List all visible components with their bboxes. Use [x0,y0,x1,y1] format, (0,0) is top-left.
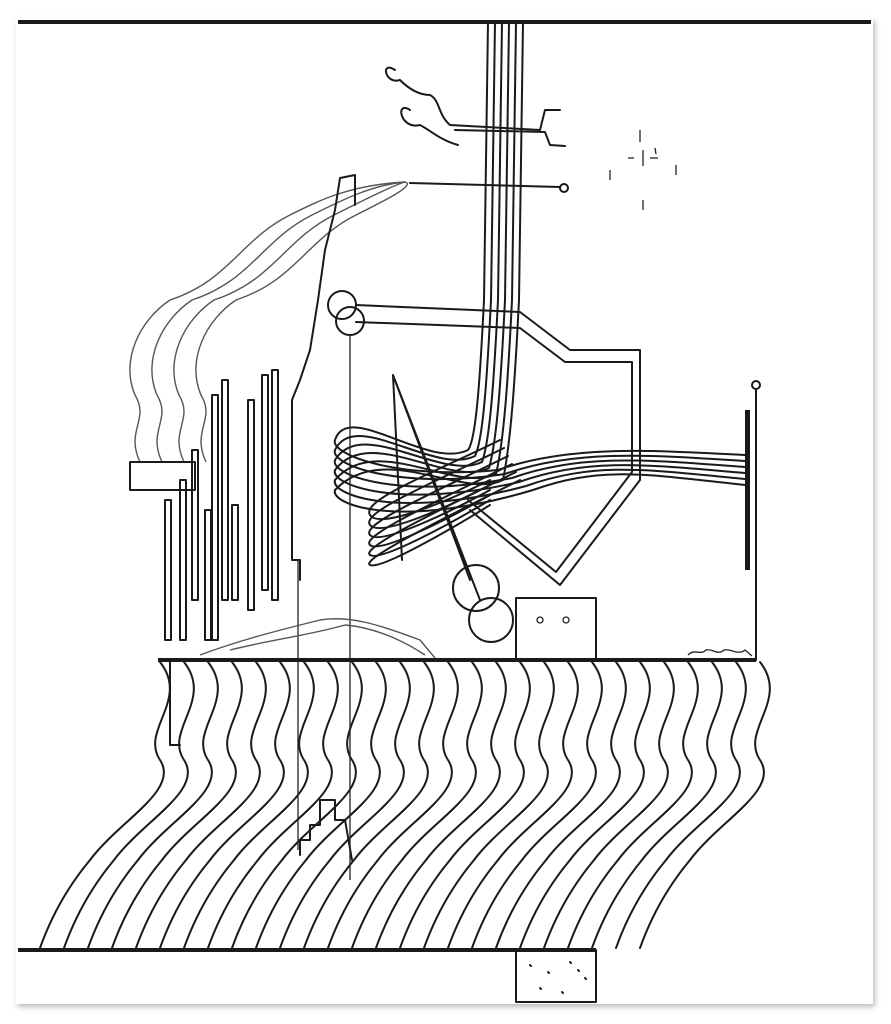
wave-line [375,661,507,949]
shield-outline [355,304,641,586]
wave-line [519,661,651,949]
skyline-base [169,659,181,746]
bundle-line [333,21,746,496]
mountain-line-2 [229,624,426,656]
bundle-line [333,21,746,513]
dot [547,971,550,974]
horizontal-loop-lines [368,439,521,567]
skyline-bar [247,399,255,611]
circle-bottom-b [468,597,514,643]
skyline-bar [211,394,219,641]
wave-line [231,661,363,949]
skyline-bar [261,374,269,591]
bundle-line [333,21,746,504]
needle-lines [392,374,481,601]
loop-line [368,479,521,567]
loop-line [368,471,517,557]
skyline-bars [129,174,356,746]
wave-line [591,661,723,949]
bundle-line [333,21,746,481]
wave-line [567,661,699,949]
dot [577,969,580,972]
dot [584,977,587,980]
circle-top-a [327,290,357,320]
circle-bottom-a [452,564,500,612]
smoke-line [129,181,406,463]
ground-box [515,597,597,661]
loop-line [368,463,513,548]
wave-line [639,661,771,949]
staircase-figure [299,799,353,861]
stepped-tower [291,174,356,581]
wave-line [159,661,291,949]
skyline-bar [179,479,187,641]
sparkle-stroke [654,147,657,155]
wave-line [183,661,315,949]
bundle-line [333,21,746,474]
bottom-box [515,949,597,1003]
skyline-block [129,461,196,491]
right-post-knob [751,380,761,390]
wave-line [543,661,675,949]
bundle-line [333,21,746,488]
dot [539,987,542,990]
bottom-box-dots [529,961,587,994]
wave-line [303,661,435,949]
wave-line [135,661,267,949]
wave-line [399,661,531,949]
skyline-bar [231,504,239,601]
box-dot-b [562,616,570,624]
skyline-bar [271,369,279,601]
wave-line [495,661,627,949]
smoke-line [151,181,406,463]
wave-line [615,661,747,949]
wave-line [423,661,555,949]
skyline-bar [164,499,172,641]
sparkle-mark [609,130,677,210]
top-squiggle [385,66,561,131]
skyline-bar [221,379,229,601]
wave-line [111,661,243,949]
wavy-lines-field [39,661,771,949]
wave-line [447,661,579,949]
loop-line [368,439,501,521]
wave-line [471,661,603,949]
smoke-lines [129,181,408,463]
smoke-line [195,181,408,463]
smoke-line [173,181,406,463]
top-squiggle-2 [400,107,566,147]
wave-line [87,661,219,949]
shield-outline-inner [355,321,633,573]
loop-line [368,455,509,539]
antenna-knob [559,183,569,193]
dot [561,991,564,994]
artist-signature [687,649,753,657]
vertical-line-bundle [333,21,746,513]
wave-line [207,661,339,949]
dot [529,964,532,967]
wave-line [279,661,411,949]
wave-line [63,661,195,949]
wave-line [255,661,387,949]
antenna-line [409,182,561,188]
wave-line [351,661,483,949]
mountain-line [199,618,436,659]
box-dot-a [536,616,544,624]
right-bar [745,410,750,570]
wave-line [327,661,459,949]
skyline-bar [191,449,199,601]
dot [569,961,572,964]
wave-line [39,661,171,949]
